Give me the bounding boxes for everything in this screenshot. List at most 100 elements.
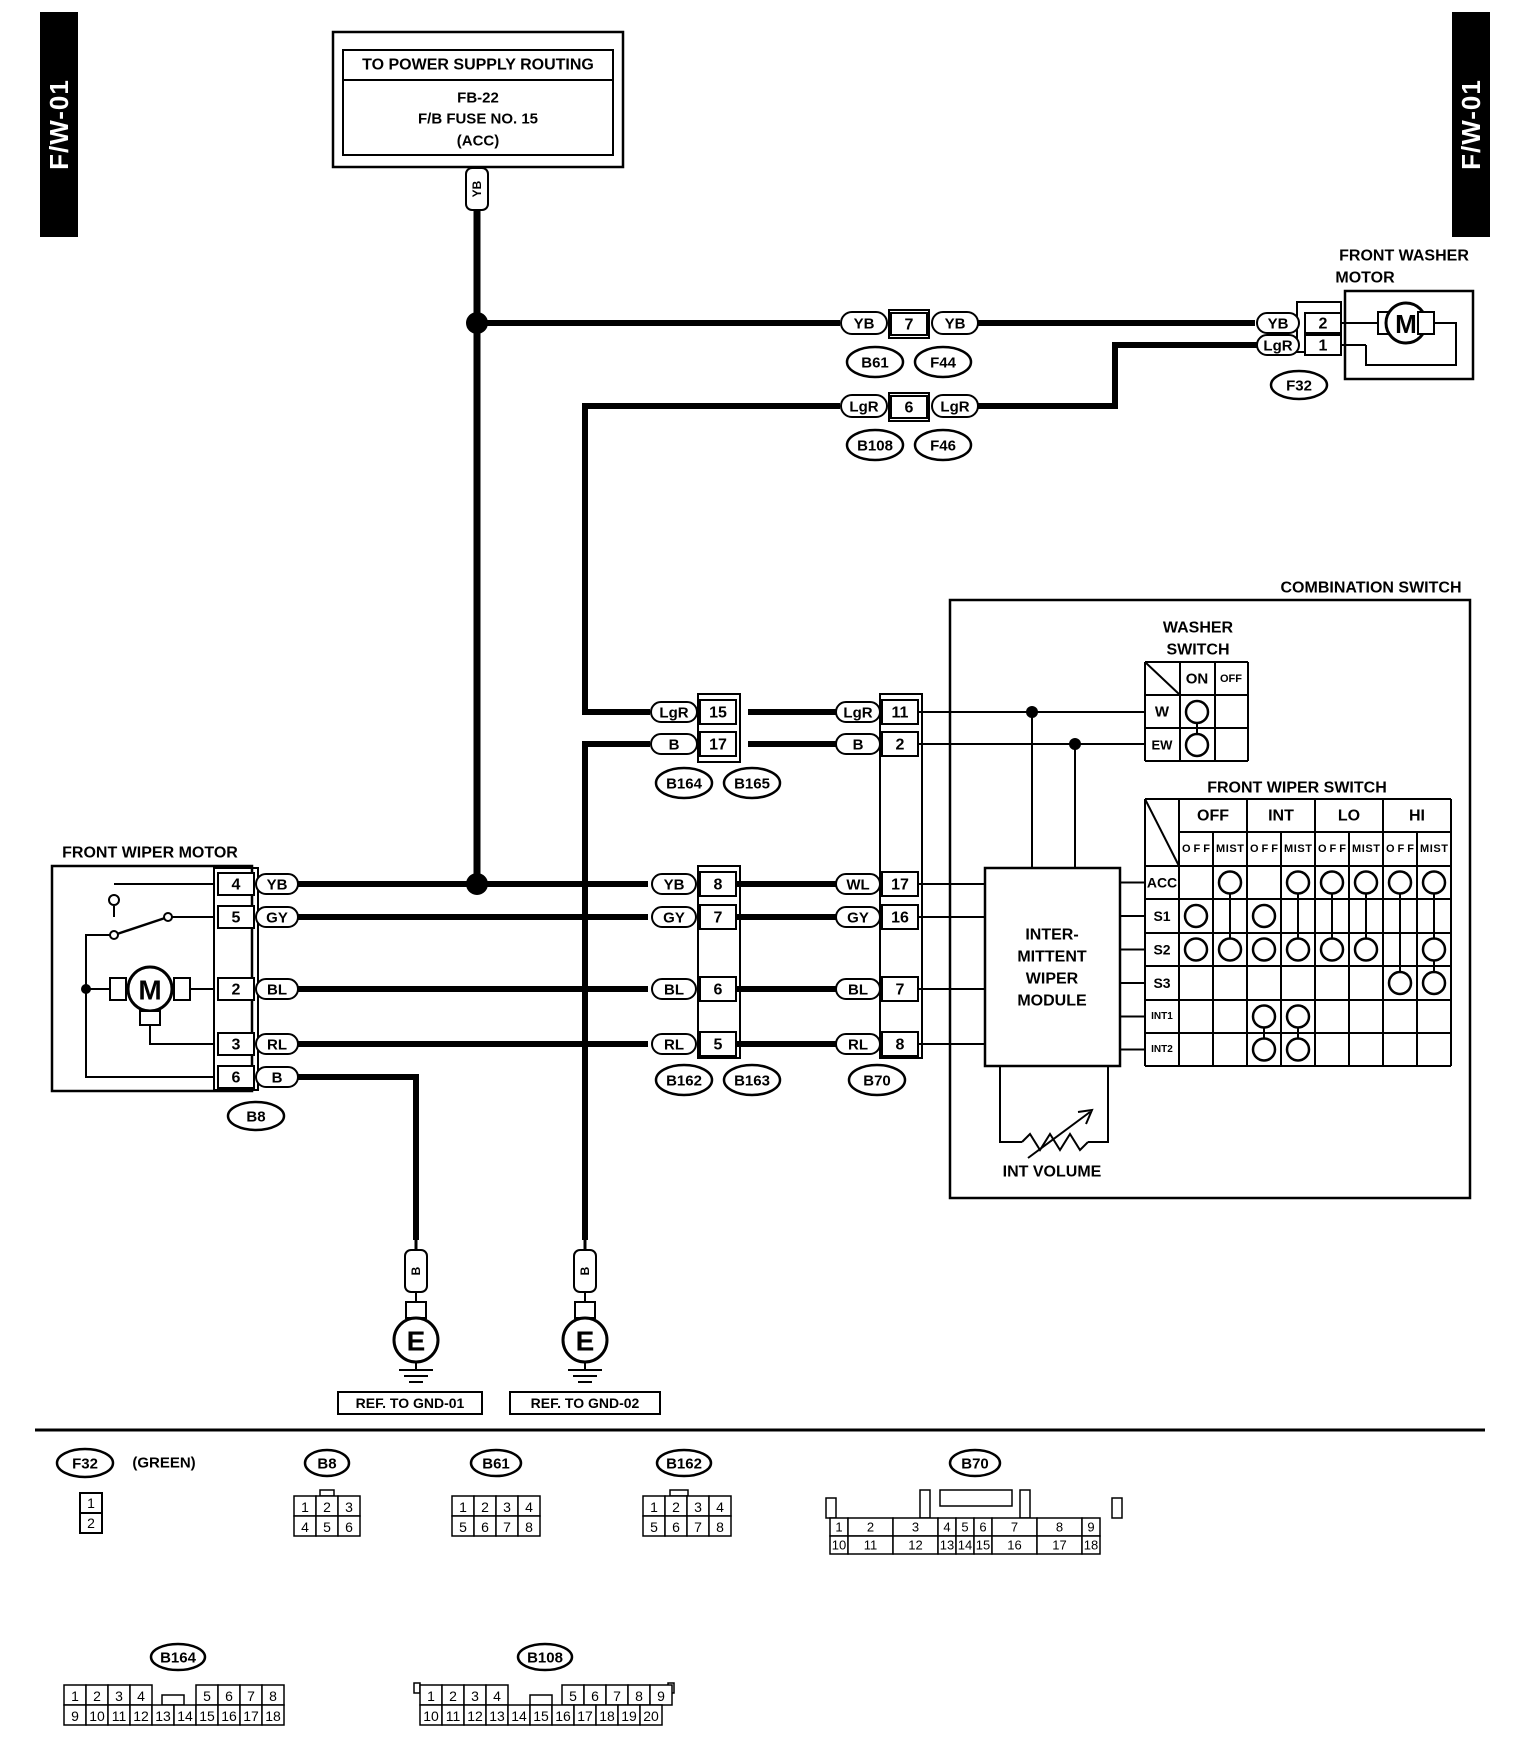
face-b162-bottom-cell-text-0: 5 — [650, 1519, 658, 1535]
face-b108-top-a-cell-text-2: 3 — [471, 1688, 479, 1704]
f46-id — [913, 428, 973, 462]
motor-switch-pivot — [109, 930, 119, 940]
motor-int-junction — [81, 984, 91, 994]
b-ground1-wire — [290, 1074, 419, 1240]
face-b108-bottom-cell-text-2: 12 — [467, 1708, 483, 1724]
washer-lgr-pill — [1256, 334, 1300, 356]
wiper-motor-pin-0 — [217, 872, 255, 896]
module-line-1: INTER- — [1025, 927, 1078, 944]
b70-wire-pill-2-text: BL — [848, 982, 868, 999]
face-b70-bottom-text-7: 17 — [1052, 1538, 1066, 1553]
face-f32-id-text: F32 — [72, 1456, 98, 1473]
wiper-switch-contact-5 — [1421, 870, 1447, 895]
b70-pin-bottom-2-text: 7 — [896, 982, 905, 999]
ground-2-symbol-text: E — [576, 1326, 595, 1357]
face-f32-pin-2: 2 — [87, 1515, 95, 1531]
b61-id — [845, 345, 905, 379]
face-b61-bottom-cell-text-0: 5 — [459, 1519, 467, 1535]
wiper-subcol-1: MIST — [1216, 843, 1244, 855]
b108-id-text: B108 — [857, 438, 893, 455]
b70-wire-pill-3 — [835, 1033, 881, 1055]
wiper-switch-contact-18 — [1285, 1004, 1311, 1029]
wiper-switch-contact-4 — [1387, 870, 1413, 895]
face-b108-bottom-cell-text-9: 19 — [621, 1708, 637, 1724]
face-b162-top-cell-text-0: 1 — [650, 1499, 658, 1515]
wiper-row-1: S1 — [1153, 908, 1170, 924]
washer-motor-return — [1365, 322, 1457, 366]
wiper-motor-pin-0-text: 4 — [232, 877, 241, 894]
b70-lgr-pill — [835, 701, 881, 723]
module-line-2: MITTENT — [1017, 949, 1087, 966]
b162-id-text: B162 — [666, 1073, 702, 1090]
wiper-motor-wire-pill-0-text: YB — [267, 877, 288, 894]
wiper-subcol-0: OFF — [1182, 843, 1210, 855]
face-b108-bottom-cell-text-0: 10 — [423, 1708, 439, 1724]
b164-id — [654, 766, 714, 800]
face-b108-id-text: B108 — [527, 1650, 563, 1667]
b108-f46-pin-text: 6 — [905, 400, 914, 417]
wiper-motor-pin-1 — [217, 905, 255, 929]
face-b61-bottom-cell-text-2: 7 — [503, 1519, 511, 1535]
b8-connector-body — [213, 867, 259, 1091]
face-b108-top-a-cell-text-1: 2 — [449, 1688, 457, 1704]
wiper-switch-contact-3 — [1353, 870, 1379, 895]
wiper-motor-symbol-text: M — [138, 975, 161, 1006]
motor-switch-contact — [163, 912, 173, 922]
face-b164-key — [161, 1694, 185, 1706]
b162-wire-pill-3 — [651, 1033, 697, 1055]
f32-pin-1 — [1304, 334, 1342, 356]
wiper-switch-contact-7 — [1251, 903, 1277, 929]
b8-id-text: B8 — [246, 1109, 265, 1126]
face-b162-bottom-cell-text-1: 6 — [672, 1519, 680, 1535]
int-volume-arrow-head — [1077, 1108, 1094, 1125]
face-b70-bottom-text-1: 11 — [864, 1538, 878, 1553]
f32-id — [1269, 369, 1329, 401]
wiper-row-4: INT1 — [1151, 1011, 1173, 1022]
face-b8-id — [303, 1448, 351, 1478]
b162-pin-0 — [699, 871, 737, 897]
ground-2-symbol — [561, 1316, 609, 1364]
washer-motor-label-1: FRONT WASHER — [1339, 248, 1469, 265]
b70-wire-pill-2 — [835, 978, 881, 1000]
wiper-switch-contact-12 — [1319, 937, 1345, 962]
module-line-3: WIPER — [1026, 971, 1079, 988]
b70-pin-11 — [881, 699, 919, 725]
face-b108-bottom-cell-10 — [639, 1704, 663, 1726]
b162-pin-0-text: 8 — [714, 877, 723, 894]
washer-motor-brush-right — [1417, 311, 1435, 335]
wiper-motor-pin-2-text: 2 — [232, 982, 241, 999]
wiper-switch-contact-16 — [1421, 970, 1447, 996]
wiper-group-1: INT — [1268, 808, 1294, 825]
face-b108-top-b-cell-text-1: 6 — [591, 1688, 599, 1704]
b70-pin-bottom-0-text: 17 — [891, 877, 909, 894]
washer-col-on: ON — [1186, 671, 1209, 688]
motor-third-brush — [139, 1010, 161, 1026]
b70-pin-bottom-3 — [881, 1031, 919, 1057]
wiring-lines — [35, 79, 1485, 1432]
b61-f44-pin-text: 7 — [905, 317, 914, 334]
combination-switch-label: COMBINATION SWITCH — [1280, 580, 1461, 597]
b164-pin-15 — [699, 699, 737, 725]
ground-1-ref-text: REF. TO GND-01 — [356, 1395, 465, 1411]
b61-f44-pin — [890, 312, 928, 336]
b8-id — [226, 1100, 286, 1132]
washer-row-w: W — [1155, 704, 1170, 721]
b164-pin-17-text: 17 — [709, 737, 727, 754]
b70-b-pill — [835, 733, 881, 755]
face-b70-bottom-text-6: 16 — [1007, 1538, 1021, 1553]
face-b108-bottom-cell-text-7: 17 — [577, 1708, 593, 1724]
face-b70-top-text-8: 9 — [1087, 1520, 1094, 1535]
b162-wire-pill-2-text: BL — [664, 982, 684, 999]
face-b70-bottom-text-8: 18 — [1084, 1538, 1098, 1553]
washer-motor-label-2: MOTOR — [1335, 270, 1395, 287]
int-volume-label: INT VOLUME — [1003, 1164, 1102, 1181]
face-b162-id — [655, 1448, 713, 1478]
wiper-switch-contact-0 — [1217, 870, 1243, 895]
washer-motor-box — [1343, 289, 1475, 381]
yb-junction-motor — [466, 873, 488, 895]
page-tag-left: F/W-01 — [40, 12, 78, 237]
f44-id-text: F44 — [930, 355, 957, 372]
face-b70-bottom-text-0: 10 — [832, 1538, 846, 1553]
wiper-motor-wire-pill-2 — [255, 978, 299, 1000]
